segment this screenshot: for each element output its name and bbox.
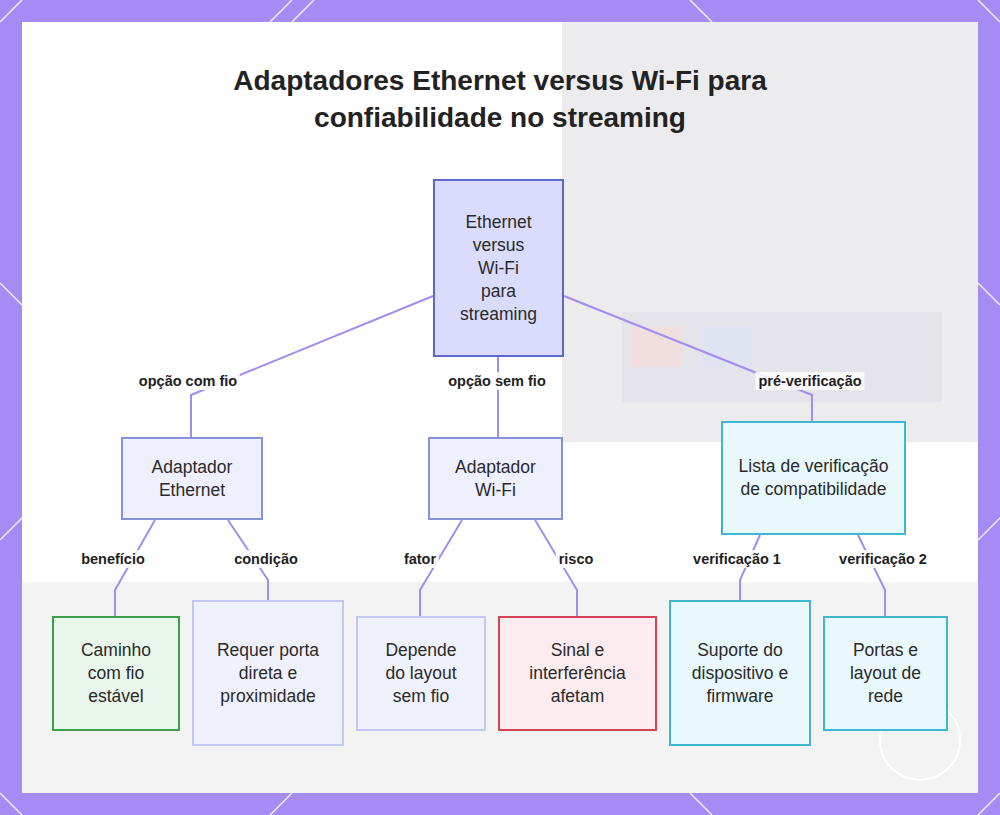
node-text: Requer porta direta e proximidade: [210, 639, 326, 708]
edge-label: condição: [231, 550, 301, 568]
edge-label: opção com fio: [136, 372, 240, 390]
node-text: Caminho com fio estável: [68, 639, 164, 708]
checklist-box: Lista de verificação de compatibilidade: [721, 421, 906, 535]
benefit-box: Caminho com fio estável: [52, 616, 180, 731]
condition-box: Requer porta direta e proximidade: [192, 600, 344, 746]
risk-box: Sinal e interferência afetam: [498, 616, 657, 731]
connector-line: [420, 520, 462, 616]
check-box: Suporte do dispositivo e firmware: [669, 600, 811, 746]
edge-label: pré-verificação: [755, 372, 864, 390]
edge-label: opção sem fio: [445, 372, 549, 390]
node-text: Depende do layout sem fio: [374, 639, 468, 708]
diagram-title: Adaptadores Ethernet versus Wi-Fi para c…: [230, 62, 770, 136]
factor-box: Depende do layout sem fio: [356, 616, 486, 731]
connector-line: [535, 520, 577, 616]
edge-label: verificação 2: [836, 550, 930, 568]
node-text: Lista de verificação de compatibilidade: [737, 455, 890, 501]
node-text: Portas e layout de rede: [839, 639, 932, 708]
node-text: Ethernet versus Wi-Fi para streaming: [459, 211, 538, 326]
node-text: Suporte do dispositivo e firmware: [685, 639, 795, 708]
connector-line: [191, 296, 433, 437]
edge-label: verificação 1: [690, 550, 784, 568]
edge-label: risco: [556, 550, 597, 568]
root-box: Ethernet versus Wi-Fi para streaming: [433, 179, 564, 357]
connector-line: [115, 520, 155, 616]
node-text: Adaptador Wi-Fi: [444, 456, 547, 502]
node-text: Adaptador Ethernet: [137, 456, 247, 502]
connector-line: [564, 296, 812, 421]
connector-line: [858, 535, 885, 616]
option-box: Adaptador Wi-Fi: [428, 437, 563, 520]
connector-line: [497, 357, 499, 437]
check-box: Portas e layout de rede: [823, 616, 948, 731]
option-box: Adaptador Ethernet: [121, 437, 263, 520]
edge-label: benefício: [78, 550, 148, 568]
node-text: Sinal e interferência afetam: [518, 639, 637, 708]
edge-label: fator: [401, 550, 439, 568]
